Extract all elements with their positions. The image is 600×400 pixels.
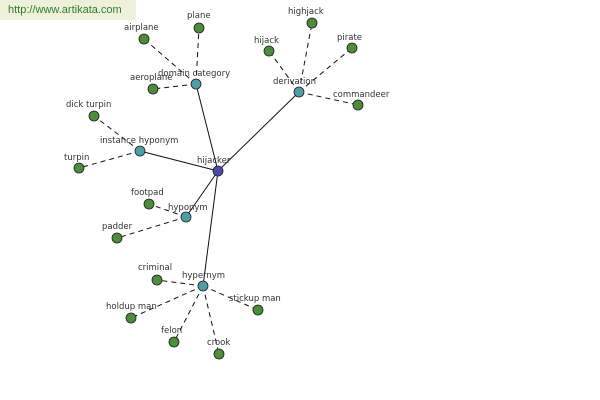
root-node-hijacker[interactable]: [212, 165, 224, 177]
leaf-label-criminal: criminal: [138, 263, 172, 273]
leaf-node-aeroplane[interactable]: [147, 83, 159, 95]
leaf-node-padder[interactable]: [111, 232, 123, 244]
leaf-node-highjack[interactable]: [306, 17, 318, 29]
edge-root-domain-category: [195, 83, 219, 172]
edge-root-hyponym: [185, 170, 219, 218]
leaf-node-criminal[interactable]: [151, 274, 163, 286]
watermark-url: http://www.artikata.com: [0, 0, 136, 20]
edge-instance-hyponym-dick-turpin: [93, 115, 141, 152]
edge-hypernym-holdup-man: [130, 285, 204, 319]
node-layer: [73, 17, 364, 360]
relation-node-instance-hyponym[interactable]: [134, 145, 146, 157]
leaf-node-footpad[interactable]: [143, 198, 155, 210]
relation-label-hyponym: hyponym: [168, 203, 208, 213]
edge-hypernym-stickup-man: [202, 285, 259, 311]
leaf-node-hijack[interactable]: [263, 45, 275, 57]
leaf-node-holdup-man[interactable]: [125, 312, 137, 324]
edge-domain-category-plane: [195, 27, 200, 85]
leaf-node-crook[interactable]: [213, 348, 225, 360]
leaf-node-airplane[interactable]: [138, 33, 150, 45]
leaf-label-stickup-man: stickup man: [229, 294, 281, 304]
root-label-hijacker: hijacker: [197, 156, 231, 166]
leaf-label-airplane: airplane: [124, 23, 159, 33]
leaf-label-crook: crook: [207, 338, 230, 348]
leaf-node-dick-turpin[interactable]: [88, 110, 100, 122]
edge-hypernym-felon: [173, 285, 204, 343]
leaf-label-holdup-man: holdup man: [106, 302, 157, 312]
edge-root-hypernym: [202, 170, 219, 287]
relation-node-hypernym[interactable]: [197, 280, 209, 292]
leaf-label-aeroplane: aeroplane: [130, 73, 173, 83]
relation-label-derivation: derivation: [273, 77, 316, 87]
relation-label-hypernym: hypernym: [182, 271, 225, 281]
edge-derivation-commandeer: [298, 91, 359, 106]
edge-derivation-pirate: [298, 47, 353, 93]
leaf-node-turpin[interactable]: [73, 162, 85, 174]
relation-node-derivation[interactable]: [293, 86, 305, 98]
relation-label-domain-category: domain category: [158, 69, 230, 79]
relation-label-instance-hyponym: instance hyponym: [100, 136, 178, 146]
edge-derivation-highjack: [298, 22, 313, 93]
edge-domain-category-aeroplane: [152, 83, 197, 90]
edge-hypernym-crook: [202, 285, 220, 355]
leaf-label-hijack: hijack: [254, 36, 279, 46]
leaf-label-dick-turpin: dick turpin: [66, 100, 111, 110]
relation-node-hyponym[interactable]: [180, 211, 192, 223]
edge-hyponym-footpad: [148, 203, 187, 218]
edge-layer: [78, 22, 359, 355]
leaf-node-felon[interactable]: [168, 336, 180, 348]
leaf-label-highjack: highjack: [288, 7, 324, 17]
leaf-label-turpin: turpin: [64, 153, 89, 163]
leaf-label-footpad: footpad: [131, 188, 164, 198]
edge-hypernym-criminal: [156, 279, 204, 287]
leaf-label-plane: plane: [187, 11, 211, 21]
edge-instance-hyponym-turpin: [78, 150, 141, 169]
leaf-label-commandeer: commandeer: [333, 90, 390, 100]
leaf-label-padder: padder: [102, 222, 133, 232]
leaf-label-felon: felon: [161, 326, 182, 336]
leaf-label-pirate: pirate: [337, 33, 362, 43]
relation-node-domain-category[interactable]: [190, 78, 202, 90]
label-layer: plane airplane aeroplane highjack hijack pira…: [64, 7, 390, 348]
leaf-node-plane[interactable]: [193, 22, 205, 34]
edge-domain-category-airplane: [143, 38, 197, 85]
edge-root-instance-hyponym: [139, 150, 219, 172]
edge-root-derivation: [217, 91, 300, 172]
edge-hyponym-padder: [116, 216, 187, 239]
leaf-node-pirate[interactable]: [346, 42, 358, 54]
leaf-node-stickup-man[interactable]: [252, 304, 264, 316]
leaf-node-commandeer[interactable]: [352, 99, 364, 111]
